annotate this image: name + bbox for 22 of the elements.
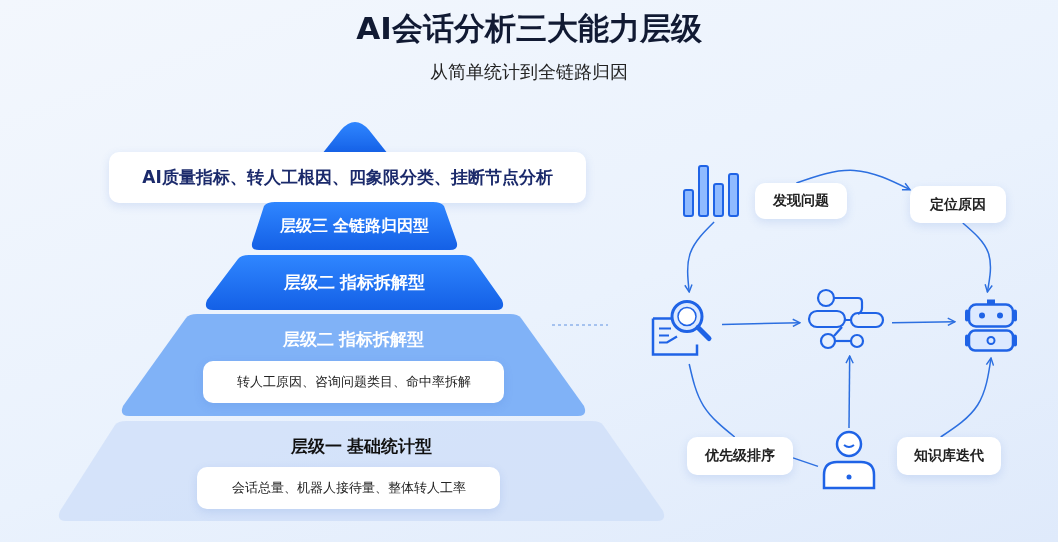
text-card: 发现问题 bbox=[755, 183, 847, 219]
arrow bbox=[891, 317, 956, 327]
arrow bbox=[795, 169, 911, 191]
subtitle: 从简单统计到全链路归因 bbox=[429, 60, 629, 84]
text-card: 知识库迭代 bbox=[897, 437, 1001, 475]
arrow bbox=[684, 221, 715, 293]
tier-title: 层级二 指标拆解型 bbox=[281, 328, 426, 351]
connector-line bbox=[792, 457, 819, 468]
arrow bbox=[962, 222, 993, 293]
title: AI会话分析三大能力层级 bbox=[355, 9, 703, 48]
text-card: 会话总量、机器人接待量、整体转人工率 bbox=[197, 467, 500, 509]
text-card: 定位原因 bbox=[910, 186, 1006, 223]
arrow bbox=[939, 357, 995, 438]
text-card: AI质量指标、转人工根因、四象限分类、挂断节点分析 bbox=[109, 152, 586, 203]
connector-line bbox=[688, 363, 736, 438]
arrow bbox=[845, 355, 854, 429]
arrow bbox=[721, 318, 801, 328]
text-card: 优先级排序 bbox=[687, 437, 793, 475]
tier-title: 层级二 指标拆解型 bbox=[282, 271, 427, 294]
tier-title: 层级三 全链路归因型 bbox=[278, 216, 431, 237]
text-card: 转人工原因、咨询问题类目、命中率拆解 bbox=[203, 361, 504, 403]
tier-title: 层级一 基础统计型 bbox=[289, 435, 434, 458]
